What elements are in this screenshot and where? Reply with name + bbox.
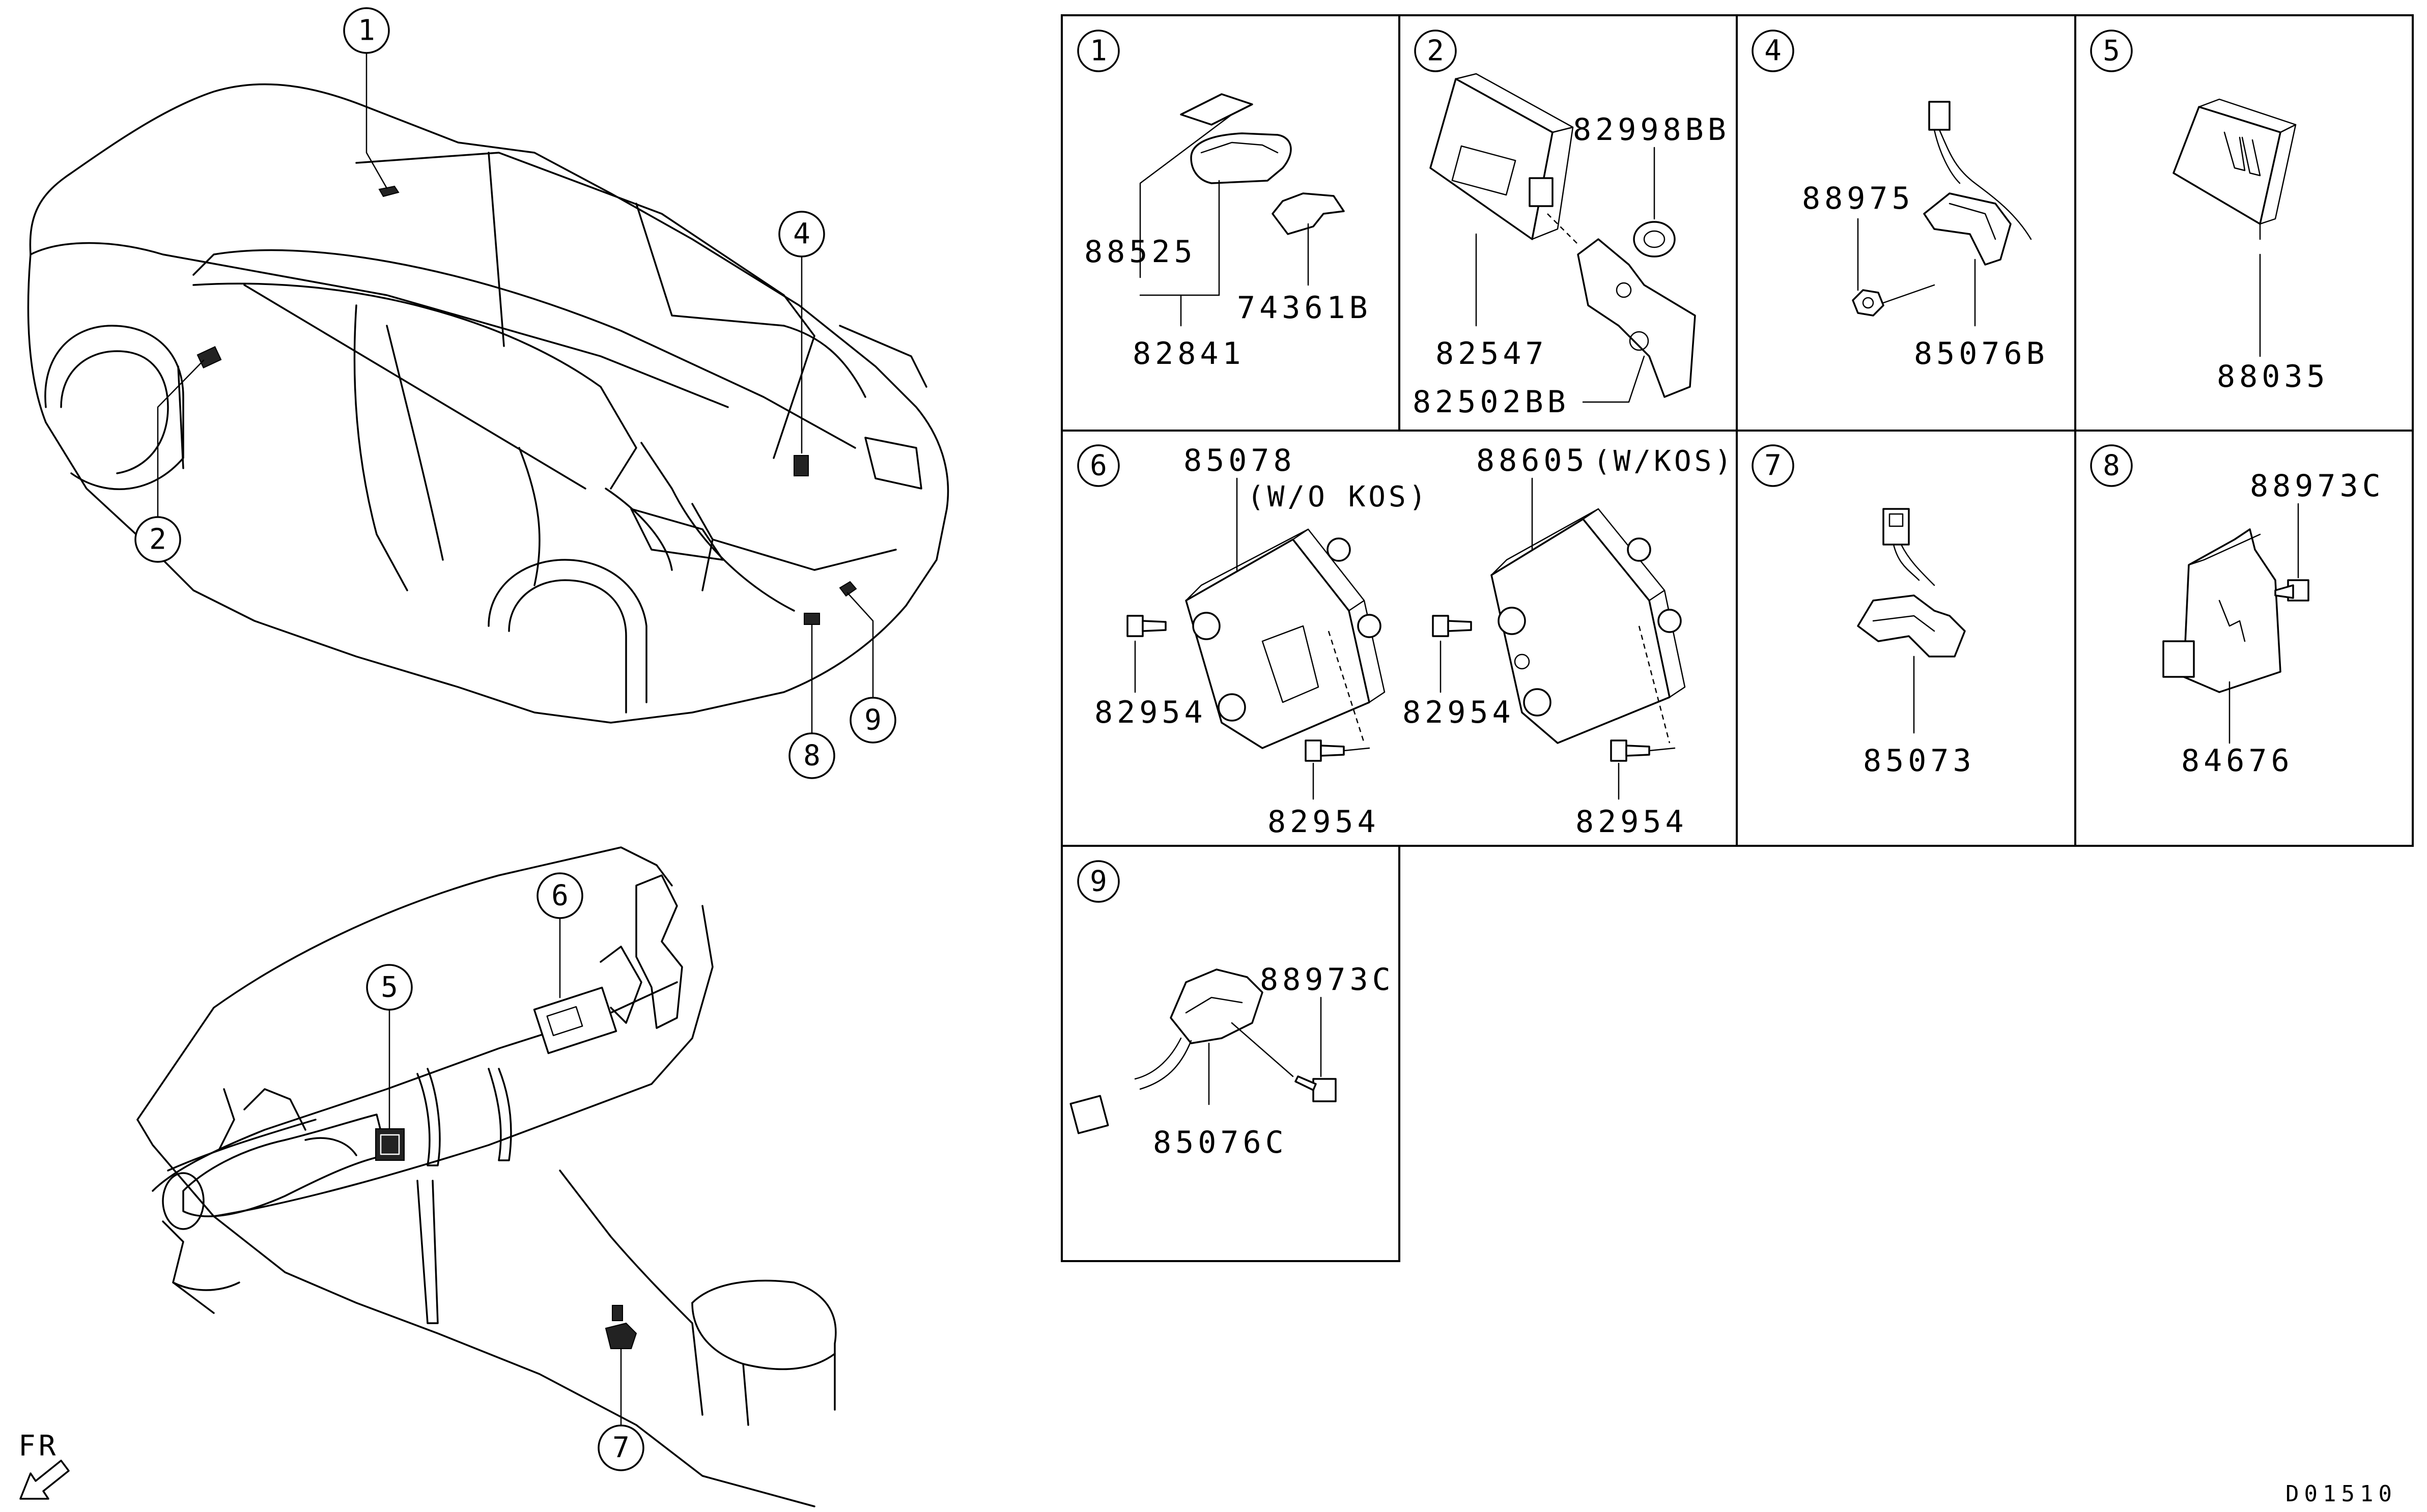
part-number-82954-c: 82954 [1267, 804, 1380, 840]
nut-82998BB [1633, 221, 1676, 258]
callout-8-label: 8 [803, 739, 821, 773]
callout-4-label: 4 [793, 218, 810, 251]
bracket-82502BB [1577, 238, 1696, 398]
callout-1-label: 1 [358, 14, 375, 47]
cell-2: 2 82998BB 82547 82502BB [1413, 30, 1730, 420]
screw-82954-a [1126, 615, 1167, 637]
cell-5: 5 88035 [2090, 30, 2329, 394]
callout4-part-mark [794, 455, 809, 476]
callout-6: 6 [537, 872, 583, 919]
callout8-part-mark [804, 613, 820, 625]
part-number-82998BB: 82998BB [1573, 112, 1730, 148]
module-85078 [1185, 538, 1370, 749]
callout1-part-mark [378, 185, 400, 197]
part-number-82954-a: 82954 [1094, 695, 1207, 730]
part-number-74361B: 74361B [1237, 290, 1372, 326]
callout-4: 4 [778, 211, 825, 258]
cell-4: 4 88975 85076B [1752, 30, 2049, 372]
module-82547 [1429, 78, 1554, 240]
part-number-88975: 88975 [1802, 181, 1914, 216]
lamp-82841 [1190, 132, 1292, 184]
clip-74361B [1272, 192, 1345, 235]
diagram-code: D01510 [2285, 1481, 2397, 1507]
part-number-88605: 88605 [1476, 443, 1589, 478]
parts-grid [1061, 14, 2414, 1262]
callout-5-label: 5 [381, 971, 398, 1004]
sensor-85076B [1923, 192, 2012, 266]
note-with-kos: (W/KOS) [1593, 445, 1735, 478]
nut-88975 [1852, 289, 1884, 317]
cell-8-number: 8 [2103, 449, 2120, 482]
callout5-unit-mark [375, 1128, 405, 1161]
part-number-88973C-c9: 88973C [1260, 962, 1395, 997]
module-88035 [2172, 106, 2281, 225]
bolt-88973C-c8 [2274, 579, 2309, 602]
connector-85076C [1069, 1095, 1109, 1134]
cell-5-number: 5 [2103, 35, 2120, 68]
screw-82954-b [1432, 615, 1472, 637]
callout-7-label: 7 [612, 1432, 630, 1465]
part-number-88525: 88525 [1084, 234, 1197, 270]
part-number-85076B: 85076B [1914, 336, 2049, 372]
cell-1: 1 88525 74361B 82841 [1077, 30, 1372, 372]
cell-9-number: 9 [1090, 865, 1107, 898]
callout6-unit-mark [533, 986, 617, 1054]
instrument-panel-view [136, 846, 837, 1507]
fr-label: FR [18, 1430, 59, 1463]
front-direction-indicator: FR [18, 1430, 70, 1500]
part-number-88035: 88035 [2217, 359, 2329, 394]
sensor-85076C [1170, 968, 1263, 1044]
callout-7: 7 [598, 1424, 644, 1471]
callout2-part-mark [196, 346, 222, 369]
callout7-part-mark [605, 1322, 637, 1349]
part-number-82502BB: 82502BB [1413, 384, 1570, 420]
cell-7: 7 85073 [1752, 444, 1976, 779]
screw-82954-c [1305, 739, 1345, 762]
sensor-85073 [1857, 594, 1966, 658]
part-number-85073: 85073 [1863, 743, 1976, 779]
callout-6-label: 6 [551, 879, 569, 912]
cell-4-number: 4 [1764, 35, 1782, 68]
note-without-kos: (W/O KOS) [1247, 480, 1429, 513]
callout-2: 2 [134, 516, 181, 563]
connector-84676 [2162, 640, 2195, 678]
part-number-82547: 82547 [1435, 336, 1548, 372]
part-number-82954-b: 82954 [1402, 695, 1515, 730]
part-number-88973C-c8: 88973C [2250, 468, 2385, 504]
cell-7-number: 7 [1764, 449, 1782, 482]
module-84676 [2183, 528, 2281, 693]
screw-82954-d [1610, 739, 1650, 762]
callout-9: 9 [850, 697, 896, 744]
callout-8: 8 [788, 732, 835, 779]
part-number-82841: 82841 [1133, 336, 1245, 372]
part-number-85078: 85078 [1183, 443, 1296, 478]
part-number-85076C: 85076C [1153, 1125, 1288, 1160]
part-number-84676: 84676 [2181, 743, 2294, 779]
cell-6: 6 85078 (W/O KOS) [1077, 443, 1735, 840]
bolt-88973C-c9 [1294, 1075, 1337, 1102]
part-number-82954-d: 82954 [1575, 804, 1688, 840]
cell-9: 9 88973C 85076C [1069, 860, 1395, 1160]
callout9-part-mark [839, 581, 857, 597]
cell-1-number: 1 [1090, 35, 1107, 68]
pad-88525 [1180, 93, 1253, 126]
connector-85076B [1928, 101, 1951, 131]
cell-8: 8 88973C 84676 [2090, 444, 2385, 779]
callout-5: 5 [366, 964, 413, 1011]
vehicle-rear-view [27, 45, 949, 734]
callout-1: 1 [343, 7, 390, 54]
callout-2-label: 2 [149, 523, 166, 556]
callout-9-label: 9 [864, 704, 882, 737]
cell-2-number: 2 [1427, 35, 1444, 68]
cell-6-number: 6 [1090, 449, 1107, 482]
fr-arrow-icon [19, 1460, 70, 1500]
